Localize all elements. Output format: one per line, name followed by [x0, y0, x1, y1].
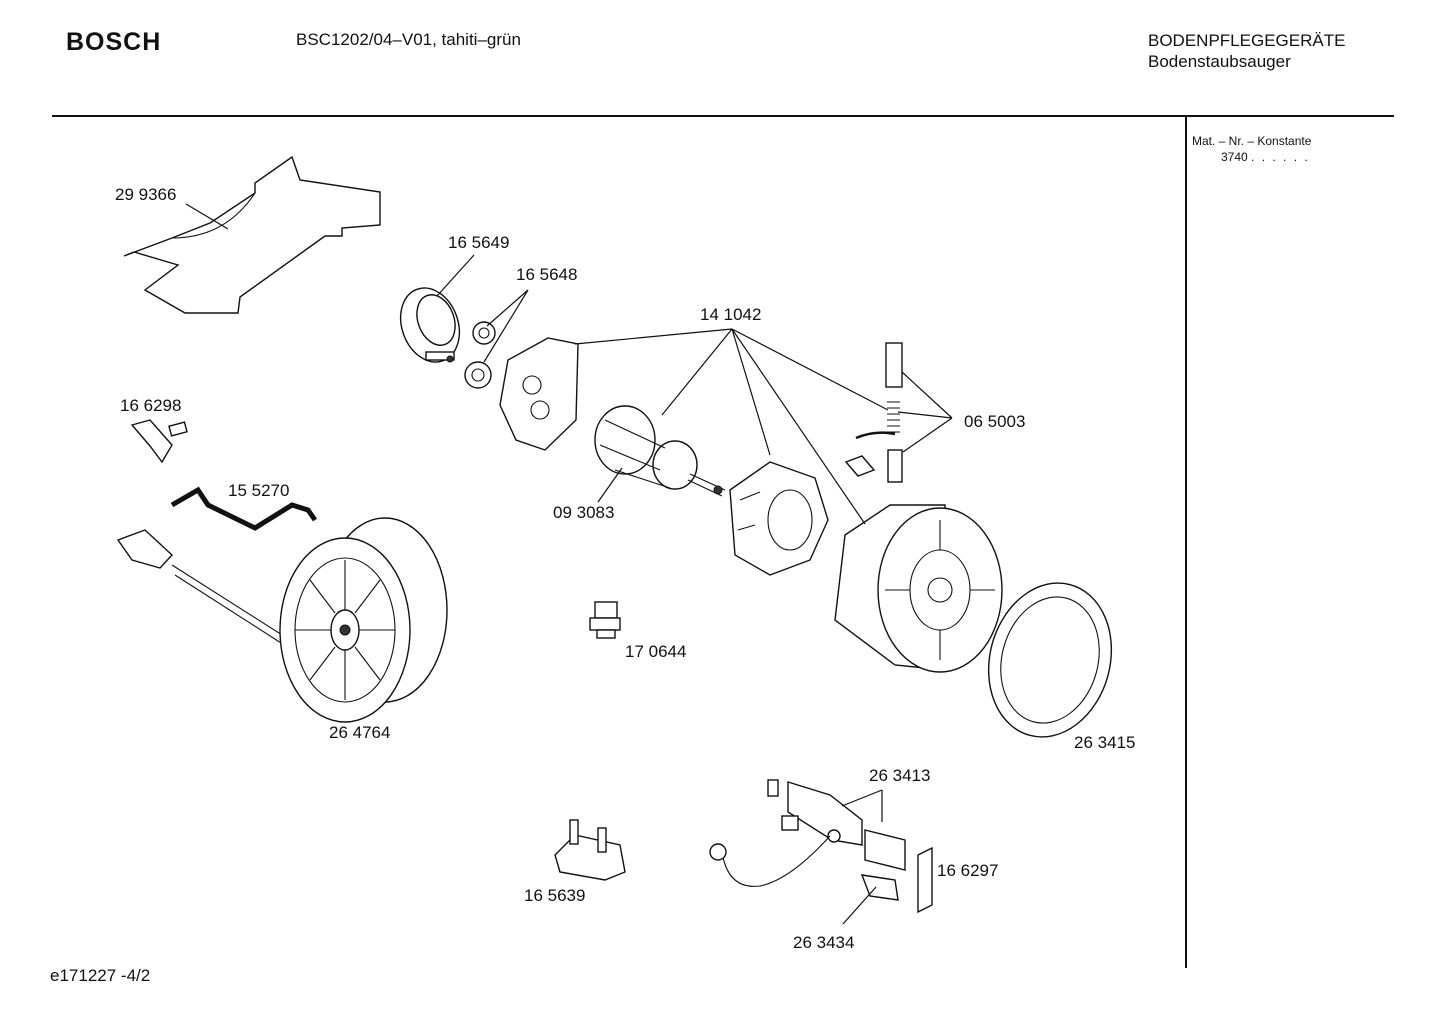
part-label-065003: 06 5003	[964, 412, 1026, 431]
part-label-093083: 09 3083	[553, 503, 615, 522]
part-label-141042: 14 1042	[700, 305, 762, 324]
part-263413-drawing	[709, 779, 906, 901]
brand-logo: BOSCH	[66, 28, 162, 56]
part-065003-drawing	[844, 342, 903, 483]
part-170644-drawing	[589, 601, 621, 639]
part-166297-drawing	[917, 846, 933, 914]
mat-constant: 3740 . . . . . .	[1221, 150, 1310, 164]
motor-bracket-drawing	[499, 337, 579, 451]
leader-lines	[185, 203, 953, 925]
part-label-165639: 16 5639	[524, 886, 586, 905]
part-166298-drawing	[130, 419, 188, 464]
exploded-diagram	[116, 155, 1113, 925]
mat-value: 3740	[1221, 150, 1248, 164]
part-label-263434: 26 3434	[793, 933, 855, 952]
part-165648-drawing	[464, 321, 496, 389]
part-165639-drawing	[554, 819, 626, 881]
part-label-299366: 29 9366	[115, 185, 177, 204]
part-141042-drawing	[729, 461, 829, 576]
part-label-165649: 16 5649	[448, 233, 510, 252]
mat-label: Mat. – Nr. – Konstante	[1192, 134, 1312, 148]
part-label-165648: 16 5648	[516, 265, 578, 284]
part-093083-drawing	[594, 405, 726, 497]
category-title: BODENPFLEGEGERÄTE	[1148, 31, 1346, 50]
fan-housing-drawing	[834, 504, 1003, 673]
part-label-170644: 17 0644	[625, 642, 687, 661]
part-263415-drawing	[987, 582, 1113, 738]
part-155270-drawing	[170, 486, 318, 531]
diagram-code: e171227 -4/2	[50, 966, 151, 985]
part-label-264764: 26 4764	[329, 723, 391, 742]
part-label-166298: 16 6298	[120, 396, 182, 415]
part-label-263415: 26 3415	[1074, 733, 1136, 752]
model-title: BSC1202/04–V01, tahiti–grün	[296, 30, 521, 49]
header-divider	[52, 115, 1394, 117]
part-label-263413: 26 3413	[869, 766, 931, 785]
mat-dots: . . . . . .	[1251, 150, 1310, 164]
part-165649-drawing	[399, 287, 461, 363]
sidebar-divider	[1185, 115, 1187, 968]
part-label-155270: 15 5270	[228, 481, 290, 500]
part-299366-drawing	[123, 155, 381, 314]
subcategory-title: Bodenstaubsauger	[1148, 52, 1291, 71]
part-264764-drawing	[116, 517, 448, 723]
part-label-166297: 16 6297	[937, 861, 999, 880]
